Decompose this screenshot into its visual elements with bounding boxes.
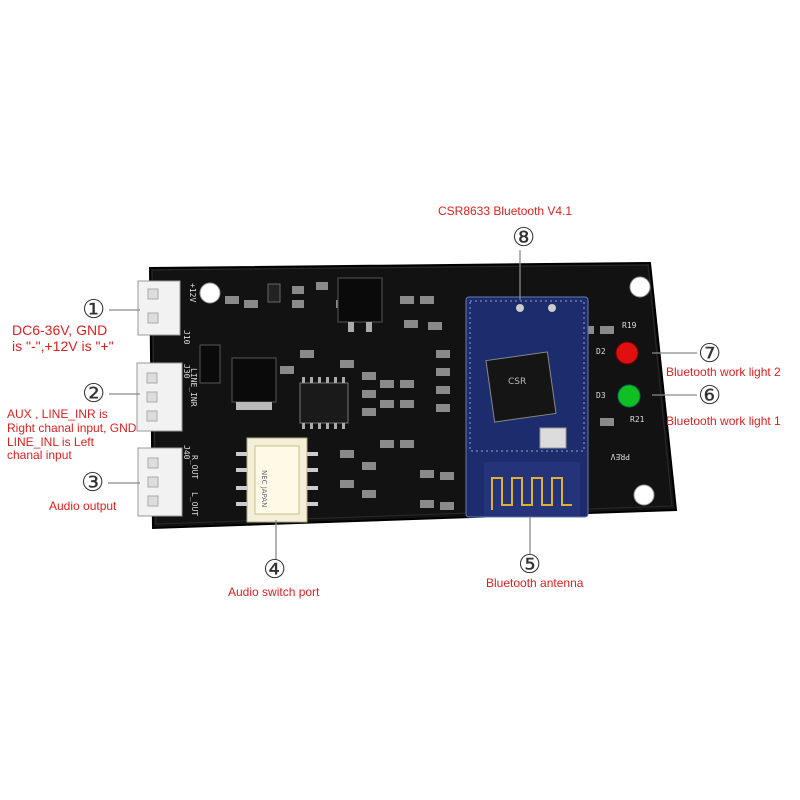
callout-3-line-1: Audio output [49, 499, 117, 513]
callout-label-5: Bluetooth antenna [486, 576, 584, 591]
diode-d7 [199, 344, 221, 384]
smd-components [225, 282, 614, 510]
callout-2-line-1: AUX , LINE_INR is [7, 407, 108, 421]
callout-label-3: Audio output [49, 499, 117, 514]
silk-l-out: L_OUT [190, 492, 199, 516]
silk-r21: R21 [630, 415, 645, 424]
callout-4-line-1: Audio switch port [228, 585, 320, 599]
callout-5-line-1: Bluetooth antenna [486, 576, 584, 590]
silk-d2: D2 [596, 347, 606, 356]
callout-2-line-2: Right chanal input, GND [7, 420, 137, 435]
silk-d3: D3 [596, 391, 606, 400]
callout-number-1: ① [82, 295, 106, 325]
callout-number-8: ⑧ [512, 223, 536, 253]
callout-number-3: ③ [81, 468, 105, 498]
silk-line-inr: LINE_INR [189, 368, 198, 407]
callout-label-7: Bluetooth work light 2 [666, 365, 781, 380]
callout-label-6: Bluetooth work light 1 [666, 414, 781, 429]
callout-2-line-3: LINE_INL is Left [7, 434, 94, 449]
bluetooth-light-1 [617, 384, 641, 408]
silk-12v: +12V [188, 283, 197, 302]
silk-r19: R19 [622, 321, 637, 330]
chip-mark: CSR [508, 377, 526, 387]
callout-8-line-1: CSR8633 Bluetooth V4.1 [438, 204, 573, 218]
silkscreen-labels: J10 +12V J30 LINE_INR J40 R_OUT L_OUT PR… [182, 283, 645, 516]
callout-number-6: ⑥ [698, 381, 722, 411]
callout-label-2: AUX , LINE_INR is Right chanal input, GN… [7, 407, 137, 463]
callout-number-5: ⑤ [518, 550, 542, 580]
leader-lines [108, 250, 697, 560]
callout-number-2: ② [82, 379, 106, 409]
silk-j30: J30 [182, 364, 191, 379]
silk-prev: PREV [611, 452, 630, 461]
callout-number-4: ④ [263, 555, 287, 585]
connector-j30 [136, 362, 183, 432]
connector-j40 [137, 447, 183, 517]
callout-1-line-1: DC6-36V, GND [12, 322, 108, 338]
callout-number-7: ⑦ [698, 339, 722, 369]
callout-label-8: CSR8633 Bluetooth V4.1 [438, 204, 573, 219]
bluetooth-light-2 [615, 341, 639, 365]
amplifier-ic [299, 377, 349, 429]
linear-regulator [231, 357, 277, 410]
silk-j40: J40 [182, 445, 191, 460]
callout-6-line-1: Bluetooth work light 1 [666, 414, 781, 428]
silk-r-out: R_OUT [190, 455, 199, 479]
audio-switch-relay: NEC JAPAN [236, 437, 318, 523]
antenna-area [484, 462, 580, 516]
silk-j10: J10 [182, 330, 191, 345]
power-regulator [337, 277, 383, 332]
callout-label-1: DC6-36V, GND is "-",+12V is "+" [12, 322, 114, 354]
callout-1-line-2: is "-",+12V is "+" [12, 338, 114, 355]
relay-mark: NEC JAPAN [260, 470, 268, 507]
callout-label-4: Audio switch port [228, 585, 320, 600]
connector-j10 [137, 280, 181, 336]
callout-2-line-4: chanal input [7, 448, 72, 463]
callout-7-line-1: Bluetooth work light 2 [666, 365, 781, 379]
